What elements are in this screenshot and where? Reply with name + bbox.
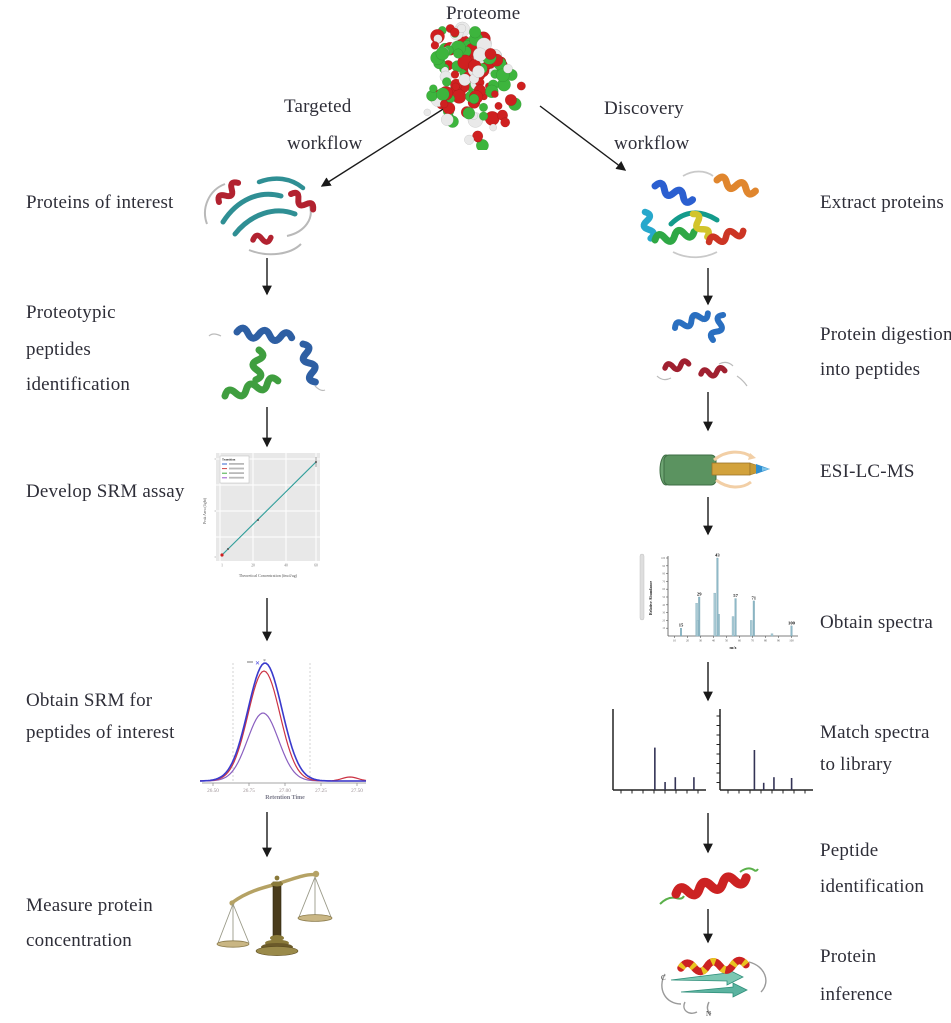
svg-text:57: 57	[733, 593, 738, 598]
protein-inference-ribbon-image: C N	[661, 956, 767, 1018]
digested-peptides-image	[656, 310, 748, 387]
label-to-library: to library	[820, 754, 893, 775]
svg-text:20: 20	[662, 619, 665, 622]
srm-chart-ylabel: Peak Area (light)	[203, 497, 207, 524]
svg-text:60: 60	[314, 564, 318, 568]
label-develop-srm-assay: Develop SRM assay	[26, 481, 185, 502]
label-obtain-spectra: Obtain spectra	[820, 612, 934, 633]
svg-text:90: 90	[777, 639, 781, 643]
proteome-spacefill-image	[423, 21, 526, 150]
svg-text:60: 60	[662, 588, 665, 591]
svg-text:1: 1	[221, 564, 223, 568]
svg-text:26.50: 26.50	[207, 788, 219, 794]
spectrum-ylabel: Relative Abundance	[648, 581, 653, 616]
svg-text:29: 29	[697, 592, 702, 597]
discovery-workflow-label-1: Discovery	[604, 98, 684, 119]
spectrum-xlabel: m/z	[730, 645, 737, 650]
label-inference: inference	[820, 984, 893, 1005]
label-proteotypic: Proteotypic	[26, 302, 116, 323]
svg-text:20: 20	[686, 639, 690, 643]
svg-text:27.50: 27.50	[351, 788, 363, 794]
svg-text:80: 80	[662, 573, 665, 576]
targeted-workflow-label-1: Targeted	[284, 96, 352, 117]
balance-scale-image	[216, 870, 333, 956]
identified-peptide-helix-image	[659, 867, 759, 905]
right-pan	[297, 914, 333, 922]
svg-text:Transition: Transition	[222, 458, 236, 462]
svg-text:✕: ✕	[255, 661, 260, 667]
label-identification-left: identification	[26, 374, 131, 395]
svg-text:40: 40	[662, 604, 665, 607]
balance-base	[255, 946, 299, 956]
svg-text:50: 50	[662, 596, 665, 599]
svg-text:80: 80	[764, 639, 768, 643]
proteotypic-peptides-image	[208, 324, 326, 400]
mass-spectrum-chart: m/z Relative Abundance 10 20 30 40 50 60 70 80 9…	[639, 553, 798, 650]
srm-assay-calibration-chart: Theoretical Concentration (fmol/ug) Peak…	[203, 453, 320, 578]
lc-needle	[711, 462, 751, 476]
extract-proteins-rainbow-ribbon-image	[640, 170, 759, 259]
label-esi-lc-ms: ESI-LC-MS	[820, 461, 915, 482]
discovery-workflow-label-2: workflow	[614, 133, 690, 154]
c-terminus-label: C	[661, 974, 666, 982]
svg-text:27.25: 27.25	[315, 788, 327, 794]
svg-text:20: 20	[251, 564, 255, 568]
label-concentration: concentration	[26, 930, 132, 951]
label-identification-right: identification	[820, 876, 925, 897]
svg-text:71: 71	[752, 595, 757, 600]
srm-chart-xlabel: Theoretical Concentration (fmol/ug)	[239, 573, 298, 578]
svg-text:26.75: 26.75	[243, 788, 255, 794]
spectra-library-match-chart	[612, 709, 813, 794]
svg-text:43: 43	[715, 553, 720, 558]
beta-strand-arrow	[680, 982, 748, 998]
proteome-title: Proteome	[446, 3, 521, 24]
label-obtain-srm-1: Obtain SRM for	[26, 690, 153, 711]
svg-text:50: 50	[725, 639, 729, 643]
label-measure-protein: Measure protein	[26, 895, 153, 916]
proteins-of-interest-ribbon-image	[204, 176, 317, 256]
esi-lc-ms-sprayer-image	[659, 450, 770, 489]
svg-text:10: 10	[673, 639, 677, 643]
svg-text:40: 40	[284, 564, 288, 568]
svg-text:15: 15	[679, 623, 684, 628]
svg-text:90: 90	[662, 565, 665, 568]
n-terminus-label: N	[706, 1010, 711, 1018]
svg-text:30: 30	[699, 639, 703, 643]
svg-text:*: *	[263, 659, 266, 665]
svg-text:100: 100	[788, 620, 796, 625]
svg-text:70: 70	[751, 639, 755, 643]
label-extract-proteins: Extract proteins	[820, 192, 945, 213]
balance-column	[272, 881, 282, 941]
svg-text:10: 10	[662, 627, 665, 630]
label-obtain-srm-2: peptides of interest	[26, 722, 175, 743]
label-peptides: peptides	[26, 339, 91, 360]
arrow-proteome-to-discovery	[539, 105, 627, 171]
svg-text:100: 100	[661, 557, 666, 560]
label-protein: Protein	[820, 946, 877, 967]
svg-text:100: 100	[789, 639, 794, 643]
label-proteins-of-interest: Proteins of interest	[26, 192, 174, 213]
targeted-workflow-label-2: workflow	[287, 133, 363, 154]
label-peptide: Peptide	[820, 840, 879, 861]
svg-text:27.00: 27.00	[279, 788, 291, 794]
label-match-spectra: Match spectra	[820, 722, 930, 743]
svg-text:60: 60	[738, 639, 742, 643]
label-protein-digestion: Protein digestion	[820, 324, 951, 345]
svg-text:70: 70	[662, 580, 665, 583]
arrow-proteome-to-targeted	[320, 105, 449, 187]
label-into-peptides: into peptides	[820, 359, 921, 380]
srm-chromatogram-chart: Retention Time 26.50 26.75 27.00 27.25 27.50…	[199, 659, 367, 801]
svg-text:40: 40	[712, 639, 716, 643]
left-pan	[216, 940, 250, 948]
chromatogram-xlabel: Retention Time	[265, 795, 305, 801]
svg-text:30: 30	[662, 612, 665, 615]
